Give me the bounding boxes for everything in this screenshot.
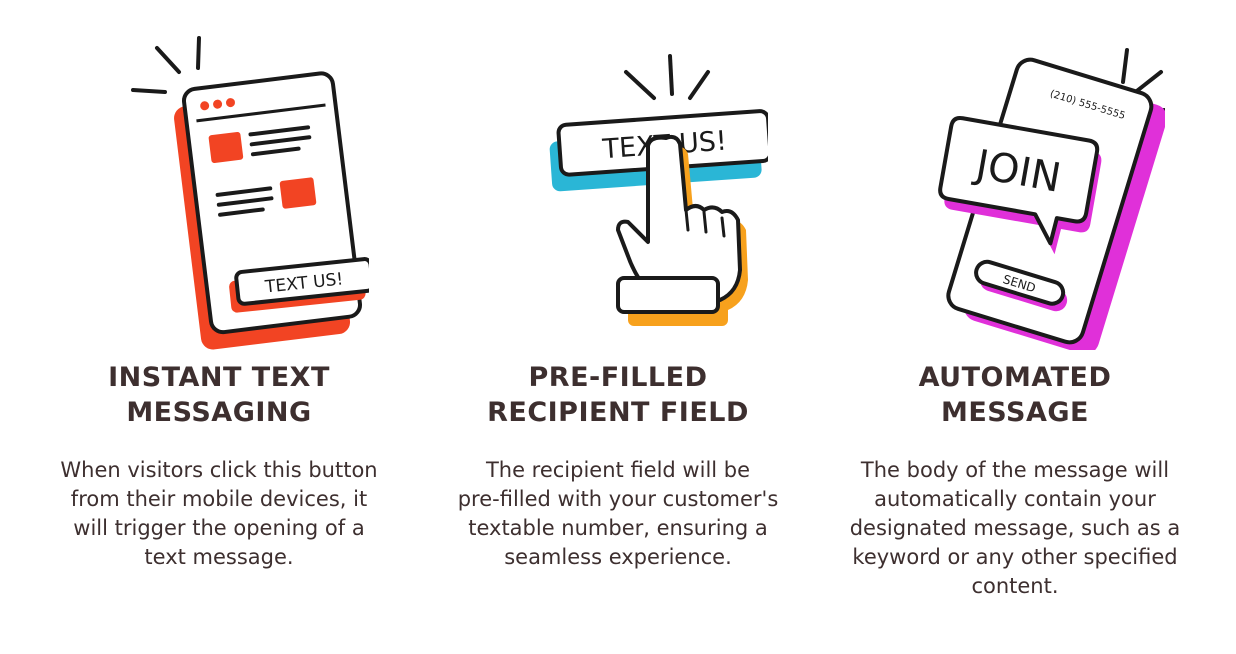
feature-description-line: content. bbox=[971, 574, 1059, 598]
feature-description-line: will trigger the opening of a bbox=[73, 516, 365, 540]
feature-automated-message: (210) 555-5555 SEND JOIN AUTOMATED MESSA… bbox=[815, 0, 1215, 654]
feature-description-line: pre-filled with your customer's bbox=[457, 487, 779, 511]
feature-description-line: automatically contain your bbox=[874, 487, 1156, 511]
phone-text-us-button-icon: TEXT US! bbox=[69, 30, 369, 350]
feature-description-line: When visitors click this button bbox=[60, 458, 378, 482]
feature-title-line: PRE-FILLED bbox=[528, 362, 708, 393]
feature-description: When visitors click this button from the… bbox=[19, 456, 419, 572]
feature-title: AUTOMATED MESSAGE bbox=[815, 360, 1215, 430]
feature-description-line: textable number, ensuring a bbox=[468, 516, 768, 540]
feature-description: The recipient field will be pre-filled w… bbox=[418, 456, 818, 572]
feature-title-line: MESSAGE bbox=[941, 397, 1089, 428]
feature-title-line: AUTOMATED bbox=[918, 362, 1112, 393]
feature-description-line: text message. bbox=[144, 545, 294, 569]
feature-description-line: keyword or any other specified bbox=[852, 545, 1178, 569]
feature-description-line: The body of the message will bbox=[860, 458, 1170, 482]
phone-join-message-icon: (210) 555-5555 SEND JOIN bbox=[865, 30, 1165, 350]
feature-pre-filled-recipient-field: TEXT US! PRE-FILLED RECIPIENT FIELD The … bbox=[418, 0, 818, 654]
feature-description-line: from their mobile devices, it bbox=[70, 487, 368, 511]
feature-description-line: The recipient field will be bbox=[485, 458, 751, 482]
hand-pointer-click-icon: TEXT US! bbox=[468, 30, 768, 350]
feature-description-line: seamless experience. bbox=[504, 545, 732, 569]
feature-description: The body of the message will automatical… bbox=[815, 456, 1215, 601]
feature-instant-text-messaging: TEXT US! INSTANT TEXT MESSAGING When vis… bbox=[19, 0, 419, 654]
feature-description-line: designated message, such as a bbox=[849, 516, 1181, 540]
feature-title: INSTANT TEXT MESSAGING bbox=[19, 360, 419, 430]
feature-title-line: INSTANT TEXT bbox=[108, 362, 330, 393]
feature-title: PRE-FILLED RECIPIENT FIELD bbox=[418, 360, 818, 430]
feature-title-line: RECIPIENT FIELD bbox=[487, 397, 749, 428]
feature-title-line: MESSAGING bbox=[126, 397, 312, 428]
